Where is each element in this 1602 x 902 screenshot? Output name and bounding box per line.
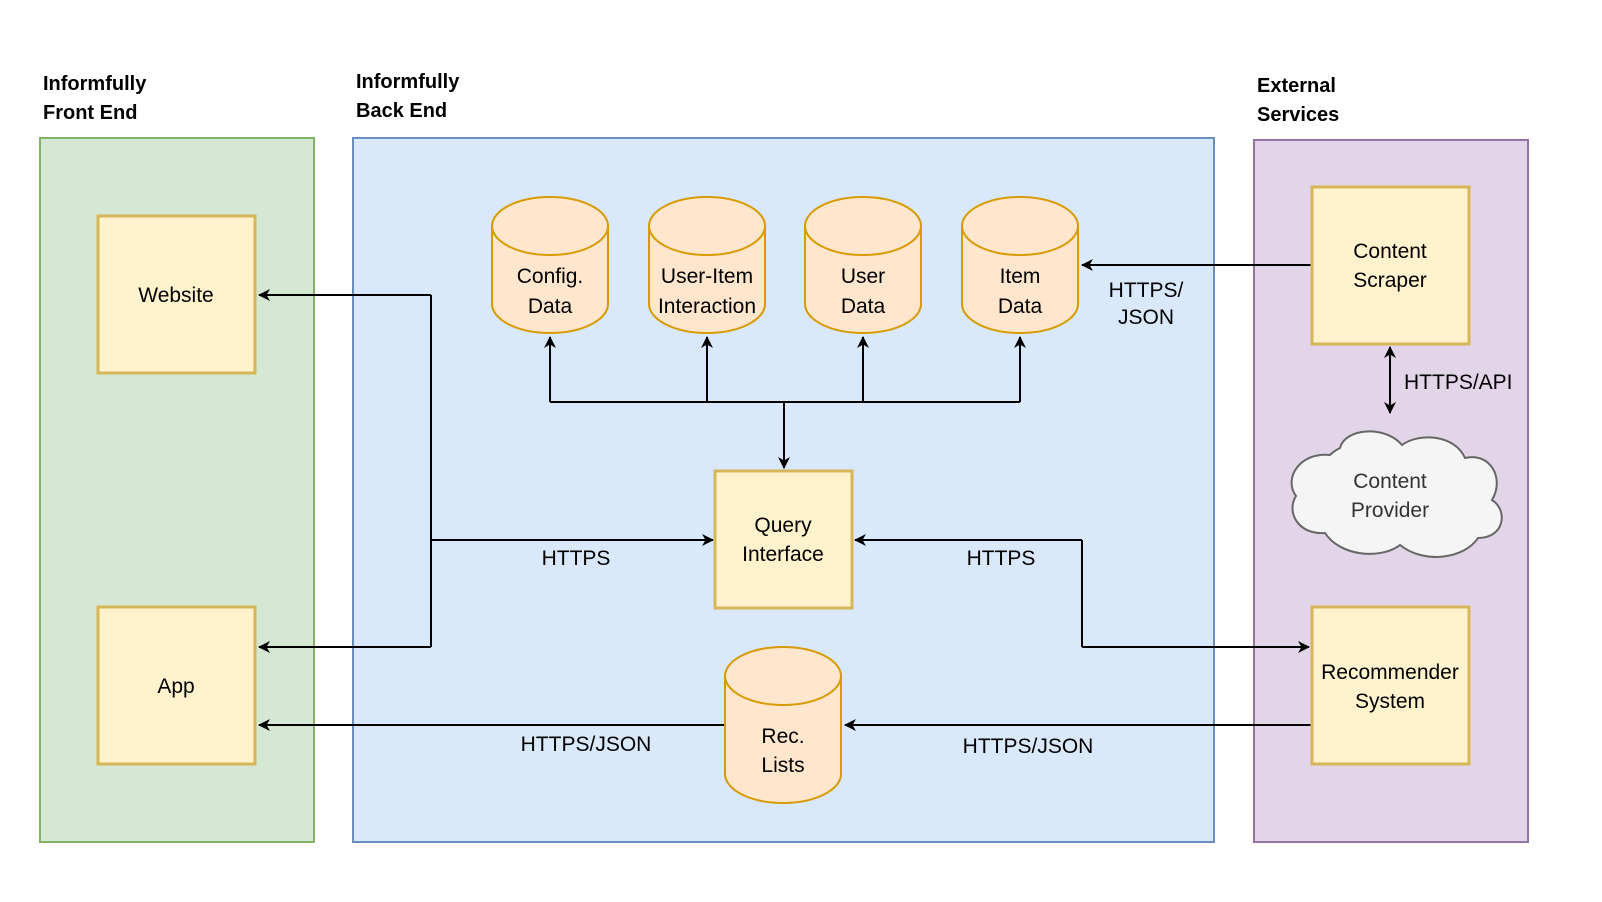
user-db-label-line2: Data bbox=[841, 295, 886, 318]
rec-lists-db-node[interactable] bbox=[724, 646, 842, 804]
scraper-item-edge-label-line2: JSON bbox=[1118, 306, 1174, 329]
website-node[interactable] bbox=[96, 214, 257, 375]
query-interface-label-line1: Query bbox=[754, 514, 812, 537]
content-scraper-label-line1: Content bbox=[1353, 240, 1427, 263]
item-db-top bbox=[961, 225, 1079, 256]
recommender-label-line2: System bbox=[1355, 690, 1425, 713]
content-provider-node[interactable] bbox=[1290, 430, 1503, 558]
query-interface-label-line2: Interface bbox=[742, 543, 824, 566]
app-label: App bbox=[157, 675, 194, 698]
scraper-provider-edge-label: HTTPS/API bbox=[1404, 371, 1513, 394]
interaction-db-node[interactable] bbox=[648, 196, 766, 334]
backend-title-line2: Back End bbox=[356, 100, 447, 122]
user-db-label-line1: User bbox=[841, 265, 885, 288]
user-db-top bbox=[804, 225, 922, 256]
content-provider-label-line1: Content bbox=[1353, 470, 1427, 493]
frontend-query-edge-label: HTTPS bbox=[542, 547, 611, 570]
content-provider-label-line2: Provider bbox=[1351, 499, 1429, 522]
recommender-rec-edge-label: HTTPS/JSON bbox=[963, 735, 1094, 758]
config-db-label-line1: Config. bbox=[517, 265, 584, 288]
query-interface-node[interactable] bbox=[713, 469, 854, 610]
app-node[interactable] bbox=[96, 605, 257, 766]
user-db-node[interactable] bbox=[804, 196, 922, 334]
config-db-node[interactable] bbox=[491, 196, 609, 334]
external-title-line2: Services bbox=[1257, 104, 1339, 126]
rec-lists-label-line1: Rec. bbox=[761, 725, 804, 748]
recommender-query-edge-label: HTTPS bbox=[967, 547, 1036, 570]
content-scraper-label-line2: Scraper bbox=[1353, 269, 1427, 292]
rec-lists-db-top bbox=[724, 675, 842, 706]
item-db-label-line1: Item bbox=[1000, 265, 1041, 288]
content-scraper-node[interactable] bbox=[1310, 185, 1471, 346]
item-db-label-line2: Data bbox=[998, 295, 1043, 318]
rec-app-edge-label: HTTPS/JSON bbox=[521, 733, 652, 756]
interaction-db-label-line1: User-Item bbox=[661, 265, 753, 288]
backend-title-line1: Informfully bbox=[356, 71, 460, 93]
config-db-label-line2: Data bbox=[528, 295, 573, 318]
rec-lists-label-line2: Lists bbox=[761, 754, 804, 777]
frontend-title-line2: Front End bbox=[43, 102, 137, 124]
external-title-line1: External bbox=[1257, 75, 1336, 97]
item-db-node[interactable] bbox=[961, 196, 1079, 334]
frontend-title-line1: Informfully bbox=[43, 73, 147, 95]
recommender-label-line1: Recommender bbox=[1321, 661, 1459, 684]
recommender-node[interactable] bbox=[1310, 605, 1471, 766]
interaction-db-label-line2: Interaction bbox=[658, 295, 756, 318]
website-label: Website bbox=[138, 284, 213, 307]
config-db-top bbox=[491, 225, 609, 256]
interaction-db-top bbox=[648, 225, 766, 256]
scraper-item-edge-label-line1: HTTPS/ bbox=[1109, 279, 1184, 302]
